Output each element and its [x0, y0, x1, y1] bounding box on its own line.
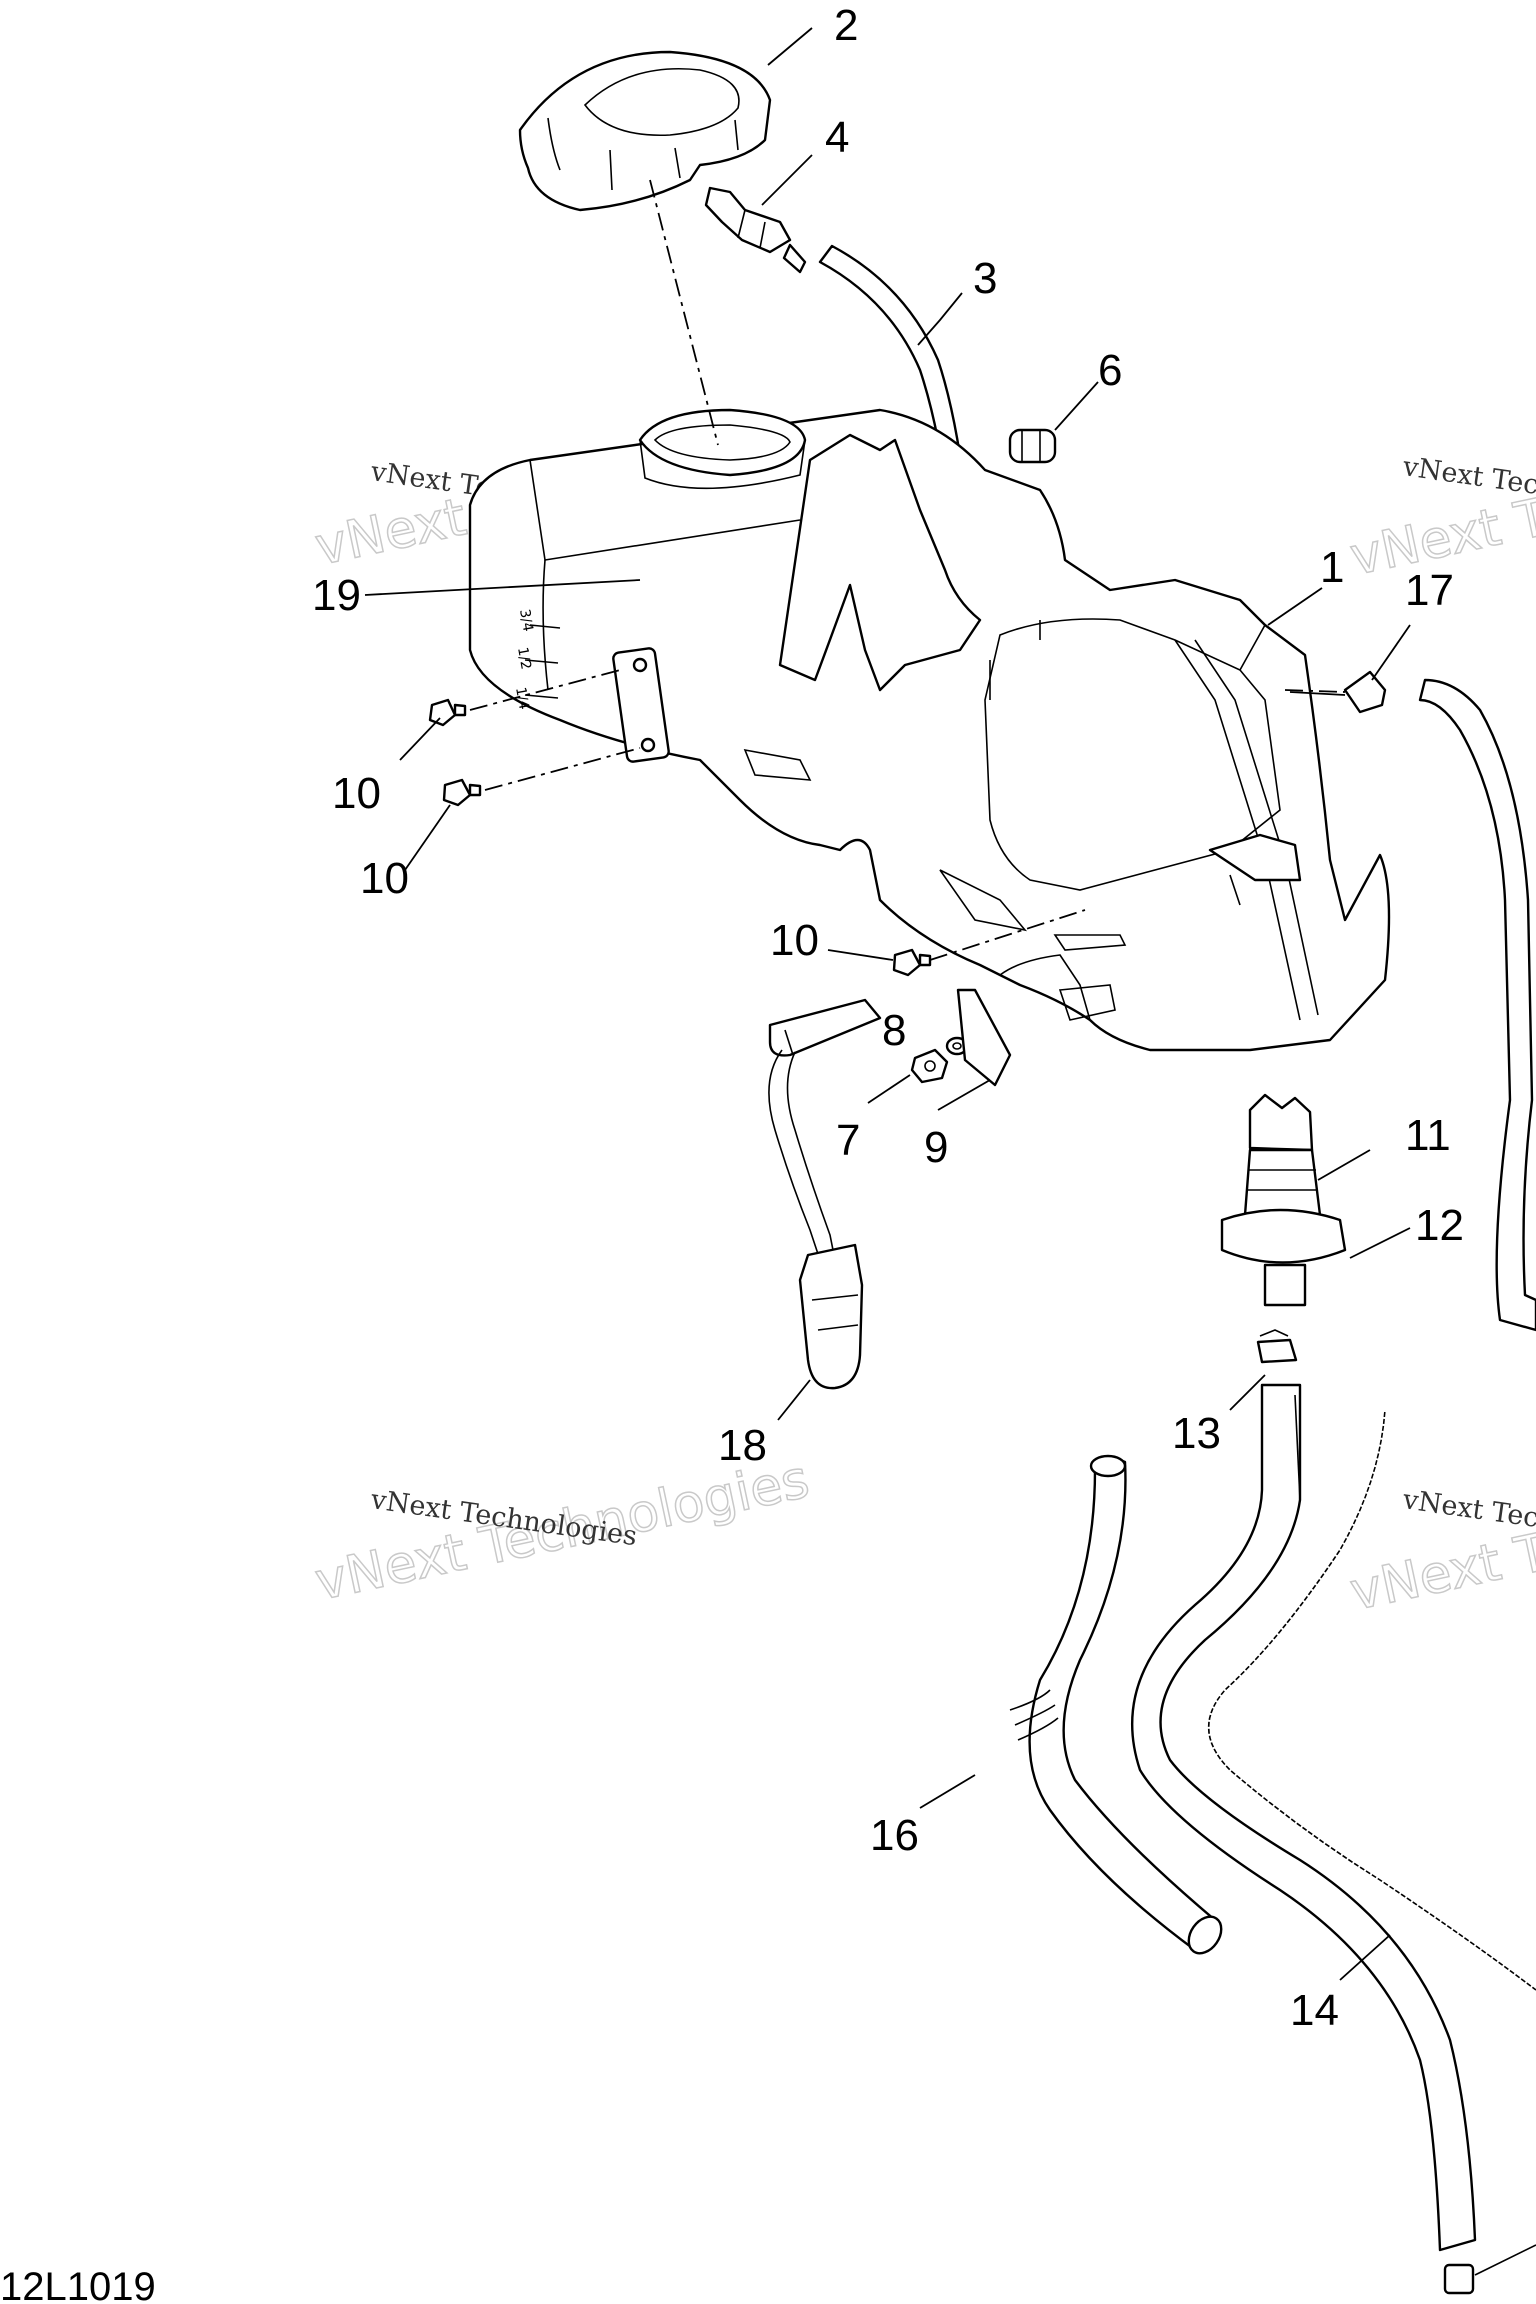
callout-4: 4: [825, 113, 849, 162]
screw-part-2: [442, 778, 482, 807]
callout-6: 6: [1098, 346, 1122, 395]
spring-wrap-part: [1207, 1409, 1536, 1992]
watermark-mid-left: vNext Technologies vNext Technologies: [309, 1449, 814, 1614]
callout-18: 18: [718, 1421, 767, 1470]
watermark-outline-text: vNext Technologies: [1345, 1460, 1536, 1623]
nut-part: [910, 1048, 949, 1084]
small-clamp-part: [1256, 1329, 1298, 1364]
callout-13: 13: [1172, 1409, 1221, 1458]
screw-part-1: [428, 698, 467, 727]
watermark-top-right: vNext Technologies vNext Technologies: [1344, 424, 1536, 589]
callout-19: 19: [312, 571, 361, 620]
vent-fitting-part: [704, 186, 807, 274]
watermark-mid-right: vNext Technologies vNext Technologies: [1344, 1459, 1536, 1624]
callout-10-right: 10: [770, 916, 819, 965]
callout-7: 7: [836, 1116, 860, 1165]
callout-10-lower: 10: [360, 854, 409, 903]
right-return-hose: [1418, 678, 1536, 1332]
leader-lines: [364, 27, 1411, 1981]
level-sensor-part: [768, 998, 882, 1390]
oil-tank-body: [468, 408, 1391, 1052]
bracket-plate-part: [956, 988, 1012, 1087]
hose-clamp-part: [1008, 428, 1057, 464]
callout-11: 11: [1405, 1111, 1451, 1160]
check-valve-part: [1220, 1093, 1347, 1307]
callout-8: 8: [882, 1006, 906, 1055]
callout-labels: 1 2 3 4 6 7 8 9 10 10 10 11 12 13 14 16 …: [312, 1, 1464, 2035]
callout-2: 2: [834, 1, 858, 50]
assembly-dash-lines: [469, 179, 1346, 961]
callout-12: 12: [1415, 1201, 1464, 1250]
gauge-mark-quarter: 1/4: [512, 686, 532, 711]
elbow-hose-part: [1009, 1454, 1223, 1955]
callout-16: 16: [870, 1811, 919, 1860]
level-gauge-marks: 3/4 1/2 1/4: [512, 608, 536, 711]
callout-10-upper: 10: [332, 769, 381, 818]
callout-14: 14: [1290, 1986, 1339, 2035]
right-clamp-part: [1343, 670, 1387, 714]
filler-cap-part: [518, 50, 772, 212]
callout-17: 17: [1405, 566, 1454, 615]
gauge-mark-half: 1/2: [514, 646, 534, 671]
screw-part-3: [892, 948, 932, 977]
long-vent-hose-part: [1130, 1383, 1477, 2252]
bottom-fitting-part: [1443, 2244, 1536, 2295]
callout-1: 1: [1320, 543, 1344, 592]
callout-3: 3: [973, 254, 997, 303]
figure-id: 12L1019: [0, 2265, 156, 2304]
callout-9: 9: [924, 1123, 948, 1172]
gauge-mark-three-quarter: 3/4: [516, 608, 536, 633]
watermark-outline-text: vNext Technologies: [1345, 425, 1536, 588]
